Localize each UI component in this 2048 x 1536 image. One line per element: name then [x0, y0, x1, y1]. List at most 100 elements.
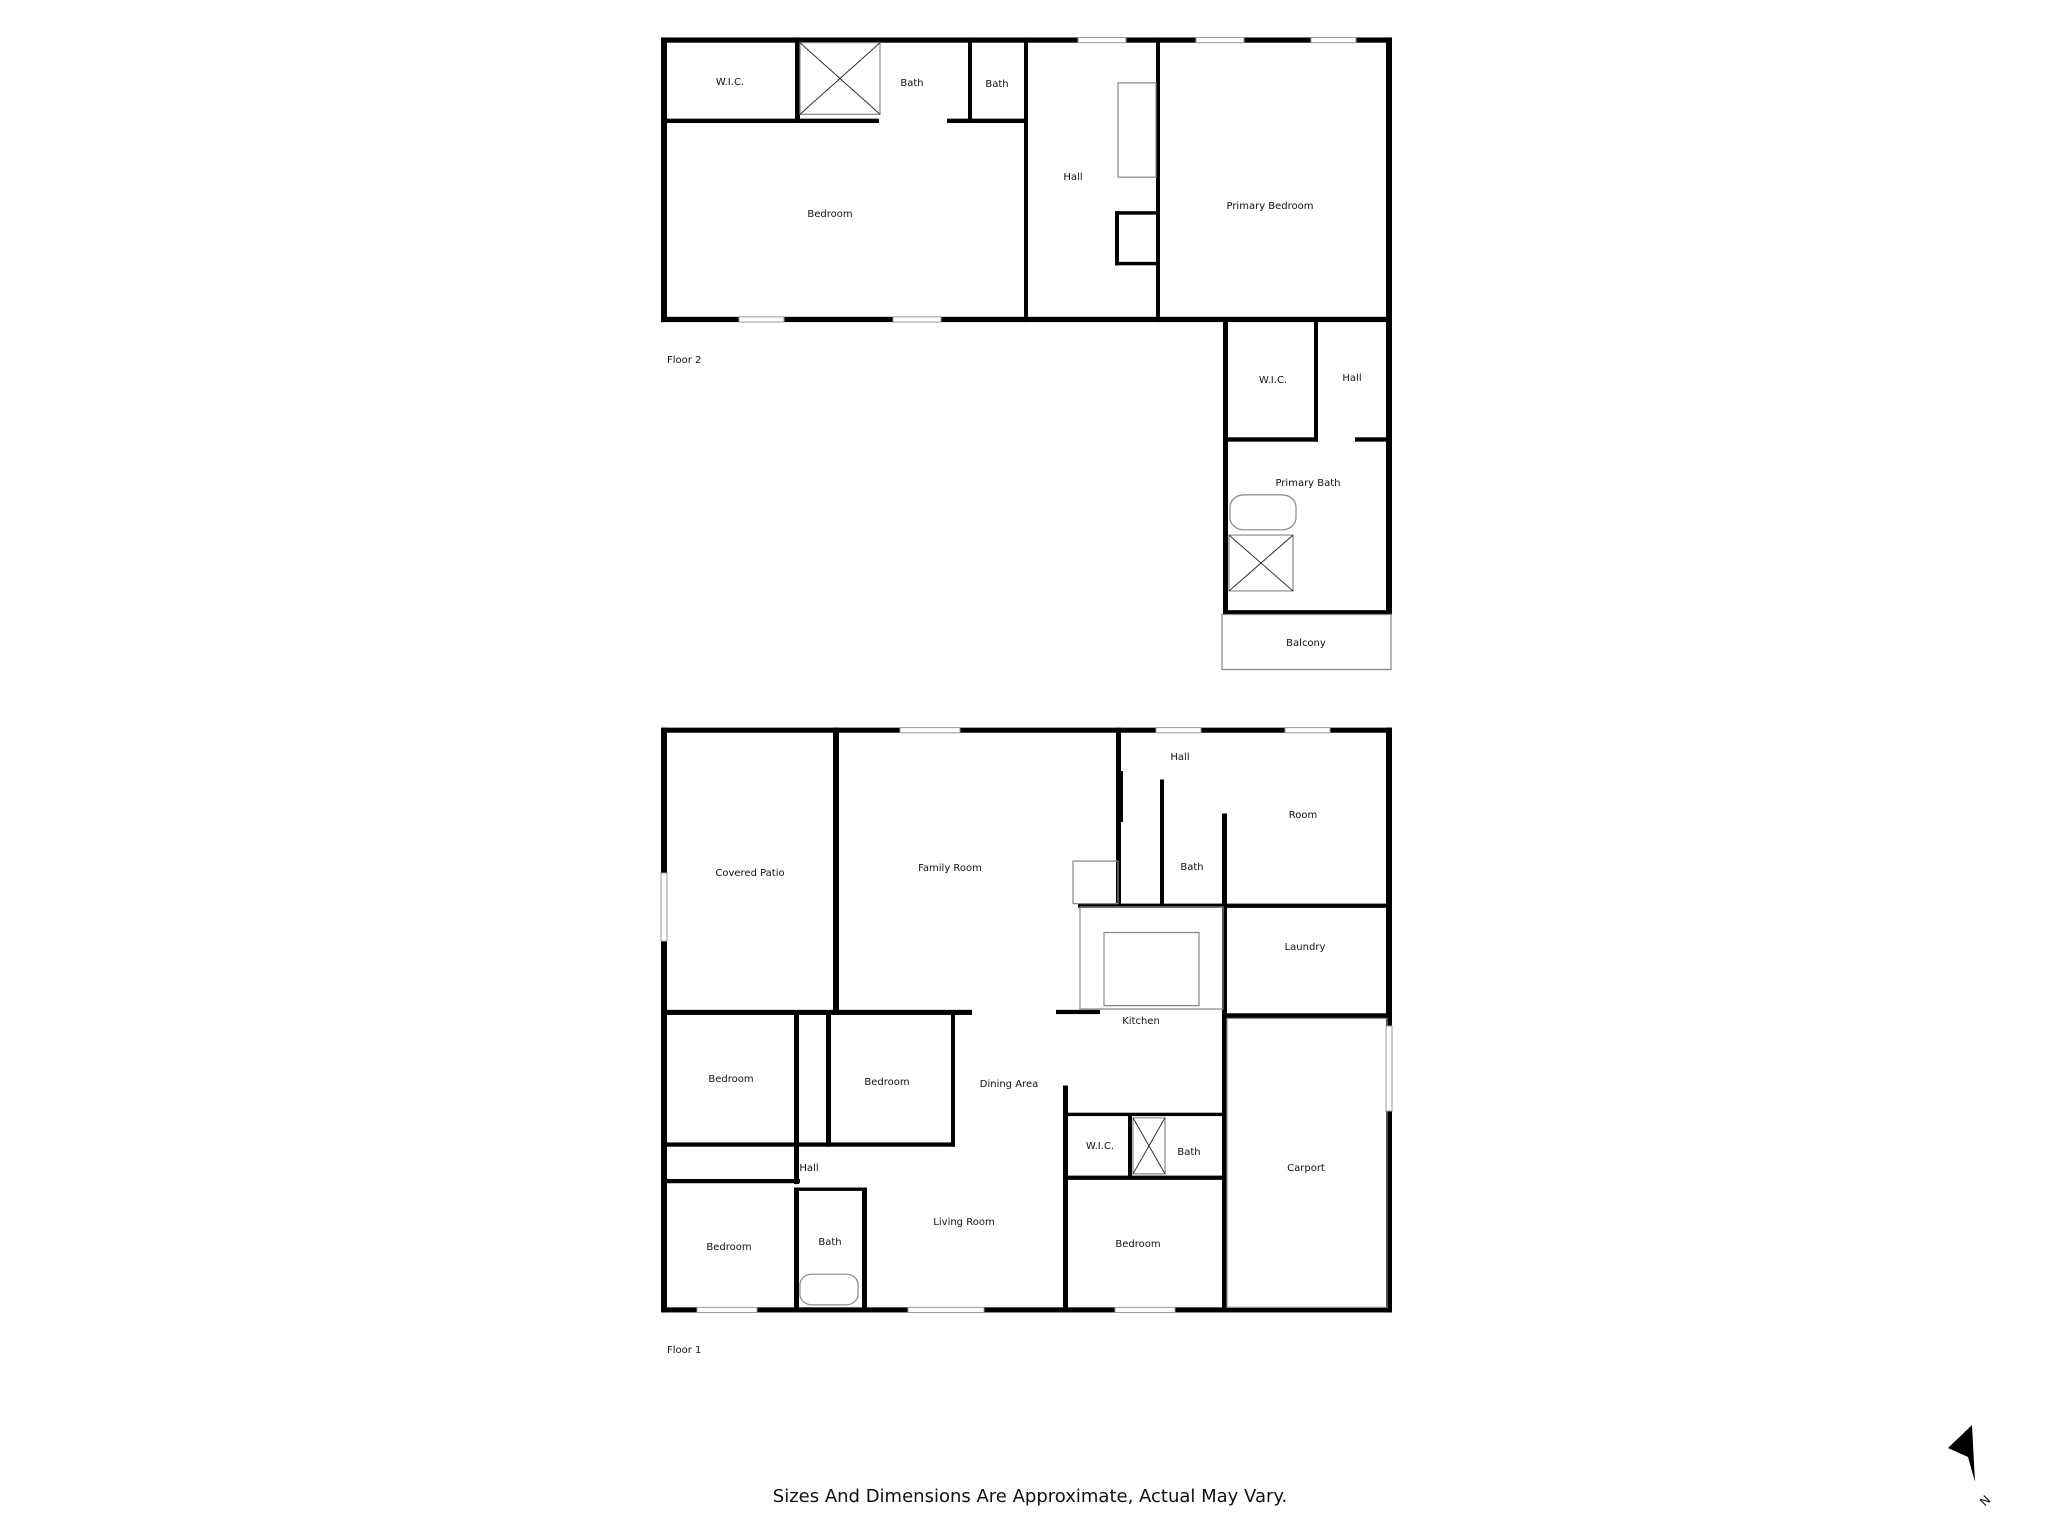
window	[1285, 728, 1330, 733]
window	[1386, 1026, 1392, 1111]
wall	[1115, 261, 1158, 266]
wall	[951, 1014, 955, 1147]
wall	[794, 1187, 799, 1310]
window	[900, 728, 960, 733]
room-label: Hall	[1170, 752, 1189, 763]
window	[908, 1307, 984, 1312]
room-label: W.I.C.	[1259, 375, 1287, 386]
staircase	[1118, 83, 1156, 177]
floor-1-walls	[661, 728, 1392, 1313]
kitchen-counter	[1080, 907, 1223, 1009]
window	[1078, 37, 1126, 42]
room-label: Hall	[1342, 373, 1361, 384]
window	[1311, 37, 1356, 42]
room-label: Bath	[985, 79, 1008, 90]
shower	[1229, 535, 1293, 591]
window	[1115, 1307, 1175, 1312]
wall	[661, 1307, 1392, 1313]
wall	[1078, 903, 1390, 908]
wall	[1160, 779, 1164, 907]
room-label: W.I.C.	[1086, 1141, 1114, 1152]
room-label: Kitchen	[1122, 1016, 1160, 1027]
wall	[1222, 813, 1227, 1310]
wall	[826, 1014, 831, 1147]
wall	[1115, 211, 1158, 215]
room-label: Hall	[799, 1163, 818, 1174]
wall	[833, 727, 839, 1015]
wall	[661, 1009, 972, 1015]
wall	[661, 1179, 800, 1184]
window	[739, 317, 784, 322]
room-label: Bedroom	[807, 209, 852, 220]
room-label: Laundry	[1285, 942, 1326, 953]
wall	[661, 727, 667, 1313]
room-label: Hall	[1063, 172, 1082, 183]
wall	[1223, 320, 1228, 615]
wall	[1024, 37, 1028, 323]
floor-label: Floor 2	[667, 355, 701, 366]
wall	[1386, 727, 1392, 1313]
floor-label: Floor 1	[667, 1345, 701, 1356]
room-label: Bedroom	[708, 1074, 753, 1085]
wall	[661, 727, 1392, 733]
wall	[1222, 1013, 1390, 1019]
wall	[661, 1142, 955, 1147]
wall	[968, 37, 972, 124]
window	[1196, 37, 1244, 42]
wall	[661, 118, 879, 124]
wall	[1156, 37, 1160, 323]
wall	[947, 118, 1026, 124]
wall	[1223, 437, 1318, 442]
window	[893, 317, 941, 322]
shower-mark	[1133, 1118, 1165, 1174]
window	[697, 1307, 757, 1312]
kitchen-island	[1104, 933, 1199, 1006]
balcony-railing	[1222, 615, 1391, 670]
room-label: Living Room	[933, 1217, 994, 1228]
disclaimer-text: Sizes And Dimensions Are Approximate, Ac…	[772, 1486, 1288, 1507]
bathtub	[800, 1274, 858, 1305]
bathtub	[1230, 495, 1296, 530]
room-label: Primary Bath	[1275, 478, 1340, 489]
room-label: Primary Bedroom	[1226, 201, 1313, 212]
room-label: Bath	[900, 78, 923, 89]
wall	[1118, 771, 1123, 822]
wall	[1056, 1009, 1100, 1015]
room-label: Dining Area	[980, 1079, 1038, 1090]
room-label: W.I.C.	[716, 77, 744, 88]
room-label: Room	[1289, 810, 1317, 821]
wall	[1314, 320, 1318, 442]
shower	[800, 43, 880, 115]
room-label: Bedroom	[1115, 1239, 1160, 1250]
shower	[1133, 1118, 1165, 1174]
carport-area	[1227, 1018, 1387, 1307]
wall	[1115, 211, 1119, 266]
room-label: Carport	[1287, 1163, 1325, 1174]
room-label: Family Room	[918, 863, 982, 874]
wall	[794, 1014, 799, 1185]
floor-2-plan: W.I.C. Bath Bath Hall Bedroom Primary Be…	[661, 37, 1392, 669]
room-label: Balcony	[1286, 638, 1326, 649]
staircase	[1073, 861, 1118, 904]
room-label: Bedroom	[706, 1242, 751, 1253]
wall	[794, 1187, 867, 1191]
floor-1-plan: Covered Patio Family Room Hall Room Bath…	[661, 728, 1392, 1356]
wall	[1063, 1085, 1068, 1310]
wall	[661, 37, 667, 323]
shower-mark	[1229, 535, 1293, 591]
wall	[1065, 1112, 1223, 1117]
room-label: Bath	[818, 1237, 841, 1248]
room-label: Covered Patio	[715, 868, 784, 879]
wall	[1063, 1175, 1223, 1180]
room-label: Bath	[1180, 862, 1203, 873]
wall	[1128, 1114, 1132, 1178]
shower-mark	[800, 43, 880, 115]
room-label: Bedroom	[864, 1077, 909, 1088]
wall	[1355, 437, 1390, 442]
wall	[1386, 37, 1392, 615]
room-label: Bath	[1177, 1147, 1200, 1158]
floor-2-walls	[661, 37, 1392, 669]
wall	[1223, 610, 1392, 615]
window	[661, 873, 667, 941]
